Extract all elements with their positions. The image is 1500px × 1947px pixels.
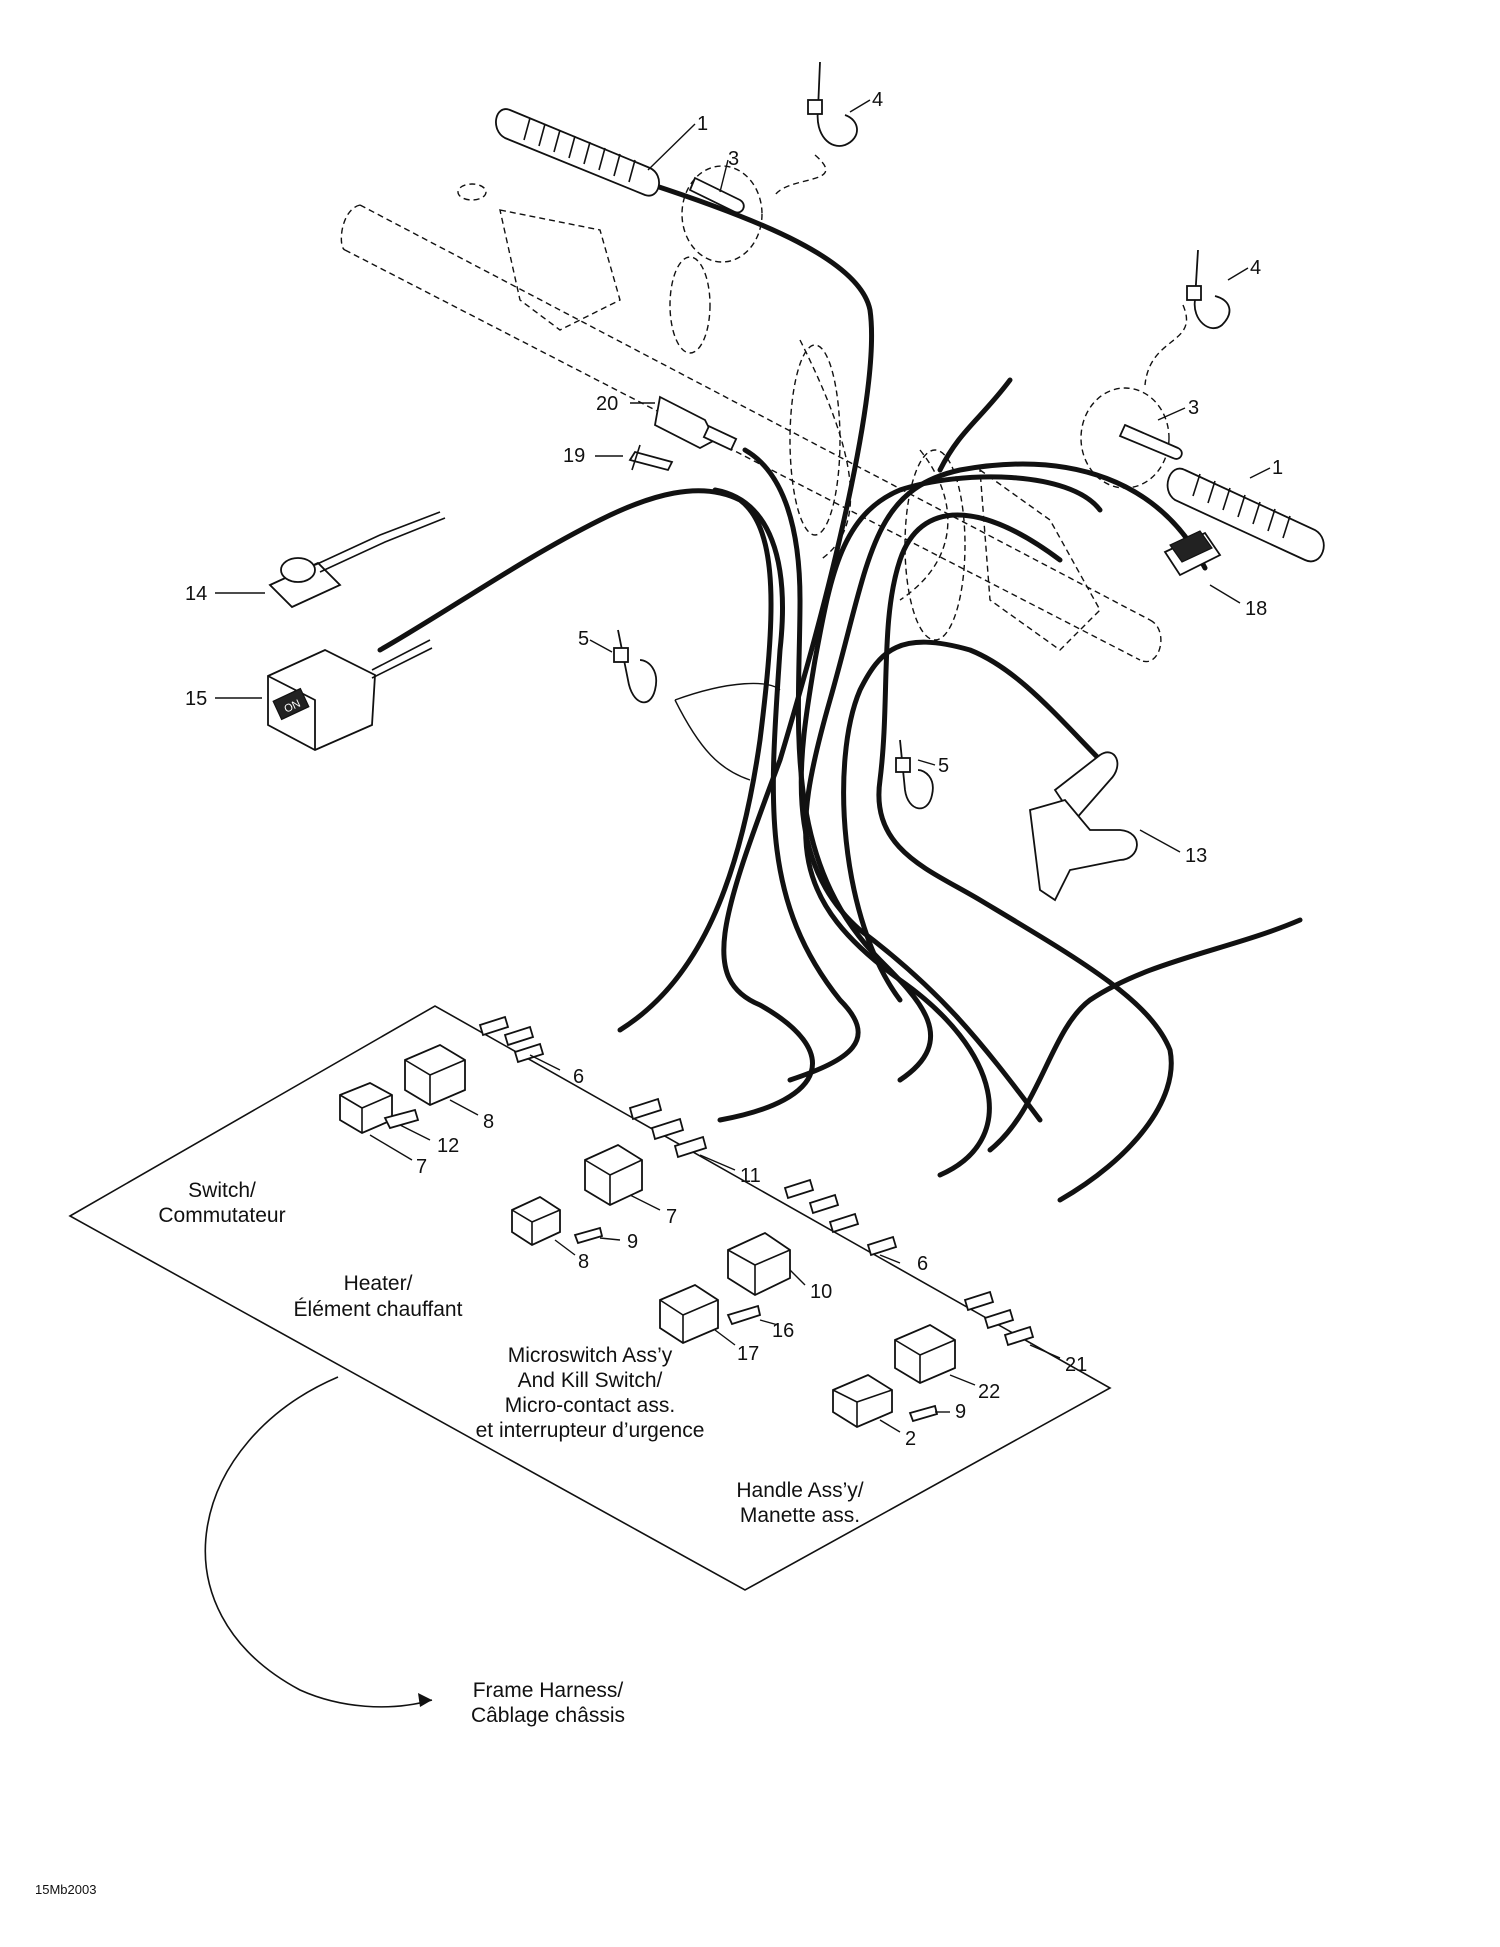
caption-handle-fr: Manette ass.	[740, 1504, 860, 1527]
callout-4: 4	[1250, 257, 1261, 279]
callout-5: 5	[938, 755, 949, 777]
heater-element	[268, 511, 446, 609]
connector-panel	[68, 1005, 1112, 1591]
cable-tie-4a	[807, 61, 858, 147]
callout-2: 2	[905, 1428, 916, 1450]
callout-22: 22	[978, 1381, 1000, 1403]
terminal-cluster-11	[628, 1097, 708, 1159]
connector-10	[727, 1231, 791, 1297]
cable-tie-5a	[613, 629, 658, 704]
heating-rod-right	[1118, 423, 1183, 460]
callout-labels: 1 3 4 4 3 1 20 19 14 15 18 5 5 13 6 8 12…	[185, 89, 1283, 1450]
connector-22	[894, 1323, 956, 1385]
frame-harness-arrowhead	[418, 1693, 432, 1707]
caption-microswitch-fr-1: Micro-contact ass.	[505, 1394, 675, 1417]
rocker-switch: ON	[267, 639, 433, 751]
kill-switch-lever	[1029, 751, 1138, 902]
callout-11: 11	[740, 1165, 761, 1187]
terminal-9b	[908, 1404, 939, 1423]
leader-lines	[215, 99, 1271, 1433]
callout-7: 7	[416, 1156, 427, 1178]
fuse	[628, 444, 674, 472]
guide-arrow-4b	[1144, 304, 1188, 386]
microswitch-housing	[1163, 530, 1222, 577]
connector-8a	[404, 1043, 466, 1107]
callout-8: 8	[578, 1251, 589, 1273]
callout-6: 6	[917, 1253, 928, 1275]
terminal-cluster-6a	[478, 1015, 545, 1064]
callout-9: 9	[955, 1401, 966, 1423]
grip-ellipse-left	[681, 165, 763, 263]
guide-arrow-4a	[774, 154, 827, 196]
callout-17: 17	[737, 1343, 759, 1365]
frame-harness-arrow	[204, 1376, 433, 1708]
terminal-cluster-21	[963, 1290, 1035, 1347]
caption-microswitch-fr-2: et interrupteur d’urgence	[476, 1419, 705, 1442]
callout-15: 15	[185, 688, 207, 710]
terminal-12	[383, 1108, 420, 1130]
harness-wires	[377, 181, 1303, 1203]
callout-16: 16	[772, 1320, 794, 1342]
bulb-socket	[653, 395, 738, 451]
callout-1: 1	[697, 113, 708, 135]
caption-switch-en: Switch/	[188, 1179, 256, 1202]
caption-frame-en: Frame Harness/	[473, 1679, 624, 1702]
callout-20: 20	[596, 393, 618, 415]
callout-18: 18	[1245, 598, 1267, 620]
bar-ellipse-right	[904, 449, 966, 641]
callout-3: 3	[1188, 397, 1199, 419]
terminal-9a	[573, 1226, 604, 1245]
grip-left	[495, 108, 660, 197]
bar-ellipse-left	[789, 344, 841, 536]
callout-13: 13	[1185, 845, 1207, 867]
terminal-16	[726, 1304, 762, 1326]
grip-right	[1166, 467, 1325, 563]
cable-tie-5b	[895, 739, 934, 810]
connector-7b	[584, 1143, 643, 1207]
caption-heater-fr: Élément chauffant	[294, 1298, 463, 1321]
connector-7a	[339, 1082, 393, 1135]
caption-switch-fr: Commutateur	[158, 1204, 285, 1227]
callout-14: 14	[185, 583, 207, 605]
heating-rod-left	[688, 176, 745, 214]
caption-microswitch-en-1: Microswitch Ass’y	[508, 1344, 673, 1367]
connector-8b	[511, 1195, 561, 1247]
callout-7: 7	[666, 1206, 677, 1228]
reference-code: 15Mb2003	[35, 1882, 96, 1897]
callout-1: 1	[1272, 457, 1283, 479]
callout-21: 21	[1065, 1354, 1087, 1376]
terminal-cluster-6b	[783, 1178, 898, 1257]
caption-heater-en: Heater/	[344, 1272, 413, 1295]
callout-3: 3	[728, 148, 739, 170]
caption-microswitch-en-2: And Kill Switch/	[518, 1369, 663, 1392]
callout-5: 5	[578, 628, 589, 650]
callout-6: 6	[573, 1066, 584, 1088]
callout-9: 9	[627, 1231, 638, 1253]
callout-4: 4	[872, 89, 883, 111]
handlebar-outline	[340, 183, 1162, 663]
caption-frame-fr: Câblage châssis	[471, 1704, 625, 1727]
cable-tie-4b	[1186, 249, 1231, 330]
callout-12: 12	[437, 1135, 459, 1157]
connector-2	[832, 1373, 893, 1429]
callout-19: 19	[563, 445, 585, 467]
connector-17	[659, 1283, 719, 1345]
callout-8: 8	[483, 1111, 494, 1133]
guide-arrow-5b	[674, 699, 751, 781]
callout-10: 10	[810, 1281, 832, 1303]
caption-handle-en: Handle Ass’y/	[736, 1479, 863, 1502]
section-captions: Switch/ Commutateur Heater/ Élément chau…	[158, 1179, 863, 1727]
